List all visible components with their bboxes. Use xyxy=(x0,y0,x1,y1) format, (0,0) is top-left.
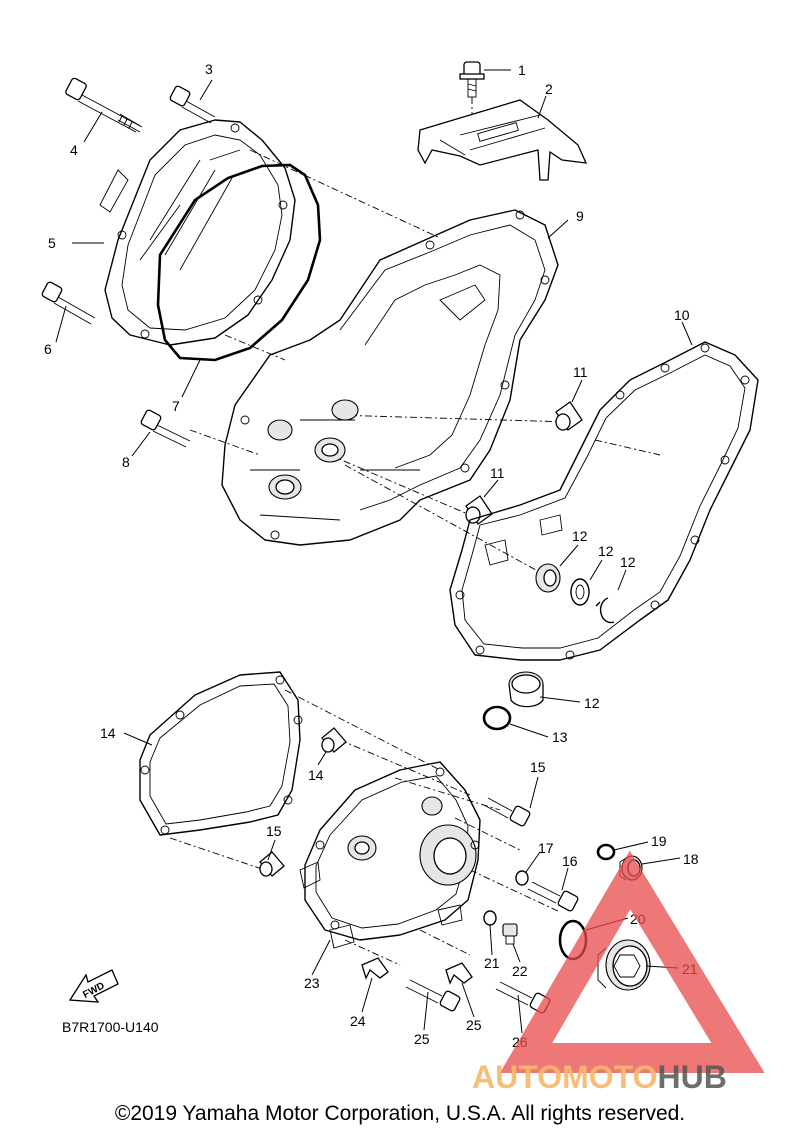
callout-20: 10 xyxy=(674,307,690,323)
copyright-notice: ©2019 Yamaha Motor Corporation, U.S.A. A… xyxy=(114,1102,686,1125)
crankcase-cover-16 xyxy=(221,209,559,546)
callout-17: 12 xyxy=(572,528,588,544)
circlip-19 xyxy=(595,597,615,624)
callout-26: 4 xyxy=(70,142,78,158)
callout-21-upper: 11 xyxy=(573,364,588,380)
svg-text:AUTOMOTOHUB: AUTOMOTOHUB xyxy=(472,1059,727,1095)
callout-12-a: 15 xyxy=(530,759,546,775)
callout-25-lower: 6 xyxy=(44,341,52,357)
callout-3: 23 xyxy=(304,975,320,991)
callout-7: 19 xyxy=(651,833,667,849)
callout-16: 9 xyxy=(576,208,584,224)
callout-14-a: 17 xyxy=(538,840,554,856)
bolt-2 xyxy=(459,61,485,118)
callout-25-upper: 3 xyxy=(205,61,213,77)
cover-3 xyxy=(299,761,481,949)
bolt-12-a xyxy=(483,797,531,827)
callout-24: 7 xyxy=(172,398,180,414)
bolt-12-b xyxy=(527,881,579,912)
dowel-21-upper xyxy=(555,401,583,431)
callout-21-lower: 11 xyxy=(490,465,505,481)
callout-12-c: 25 xyxy=(414,1031,430,1047)
bolt-26 xyxy=(65,77,143,133)
watermark-text-2: HUB xyxy=(657,1059,726,1095)
dowel-11-upper xyxy=(321,727,347,753)
callout-labels: 1 2 3 4 5 6 7 8 9 10 11 11 12 12 12 12 1… xyxy=(44,61,699,1050)
callout-8: 12 xyxy=(584,695,600,711)
bolt-25-lower xyxy=(41,281,96,325)
callout-9: 13 xyxy=(552,729,568,745)
seal-17 xyxy=(535,563,561,593)
gasket-20 xyxy=(449,341,759,661)
leader-lines xyxy=(55,69,693,1034)
oring-9 xyxy=(482,705,512,731)
washer-18 xyxy=(570,578,590,606)
callout-10: 14 xyxy=(100,725,116,741)
bolt-25-upper xyxy=(169,85,216,124)
callout-1: 2 xyxy=(545,81,553,97)
dowel-11-lower xyxy=(259,851,285,877)
callout-22: 8 xyxy=(122,454,130,470)
bolt-22 xyxy=(140,409,191,448)
gasket-10 xyxy=(139,671,303,836)
watermark-text-1: AUTOMOTO xyxy=(472,1059,657,1095)
callout-18: 12 xyxy=(598,543,614,559)
oring-7 xyxy=(596,843,616,861)
callout-23: 5 xyxy=(48,235,56,251)
fwd-arrow-icon: FWD xyxy=(68,969,119,1003)
bolt-12-c xyxy=(405,979,461,1012)
watermark-logo: AUTOMOTOHUB xyxy=(472,850,765,1095)
gasket-24 xyxy=(156,163,322,362)
callout-11-upper: 14 xyxy=(308,767,324,783)
callout-12-b: 16 xyxy=(562,853,578,869)
callout-14-b: 21 xyxy=(484,955,500,971)
callout-2: 1 xyxy=(518,62,526,78)
clip-15-b xyxy=(445,962,473,985)
cap-8 xyxy=(508,671,544,708)
bolt-13 xyxy=(502,923,518,945)
washer-14-a xyxy=(515,870,529,886)
callout-13: 22 xyxy=(512,963,528,979)
dowel-21-lower xyxy=(465,495,493,525)
clip-15-a xyxy=(361,957,389,980)
alignment-lines xyxy=(169,149,661,966)
washer-14-b xyxy=(483,910,497,926)
callout-19: 12 xyxy=(620,554,636,570)
callout-15-b: 25 xyxy=(466,1017,482,1033)
callout-11-lower: 15 xyxy=(266,823,282,839)
callout-15-a: 24 xyxy=(350,1013,366,1029)
callout-6: 18 xyxy=(683,851,699,867)
diagram-code: B7R1700-U140 xyxy=(62,1019,159,1035)
plug-4 xyxy=(597,939,651,991)
bracket-1 xyxy=(417,99,588,181)
clutch-cover-23 xyxy=(99,119,296,346)
